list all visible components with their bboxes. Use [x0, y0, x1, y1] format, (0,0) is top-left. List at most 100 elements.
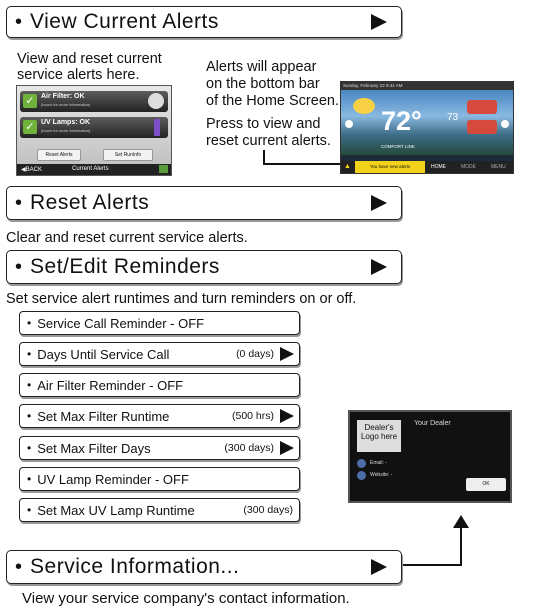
service-call-reminder-button[interactable]: • Service Call Reminder - OFF — [19, 311, 300, 335]
connector-line — [402, 564, 462, 566]
dealer-logo-box: Dealer's Logo here — [357, 420, 401, 452]
home-note-5: reset current alerts. — [206, 133, 331, 149]
service-call-reminder-label: Service Call Reminder - OFF — [37, 315, 205, 331]
arrow-right-icon — [371, 259, 387, 275]
dealer-info-screen: Dealer's Logo here Your Dealer Email: - … — [348, 410, 512, 503]
dealer-logo-text: Dealer's Logo here — [360, 423, 398, 441]
set-edit-reminders-button[interactable]: • Set/Edit Reminders — [6, 250, 402, 284]
set-max-filter-runtime-value: (500 hrs) — [231, 410, 274, 422]
home-note-3: of the Home Screen. — [206, 93, 339, 109]
nav-right-icon[interactable] — [501, 120, 509, 128]
home-note-1: Alerts will appear — [206, 59, 317, 75]
alert-bar-button[interactable]: You have new alerts — [355, 161, 425, 173]
days-until-service-call-value: (0 days) — [236, 348, 274, 360]
days-until-service-call-label: Days Until Service Call — [37, 346, 170, 362]
uv-lamps-alert-title: UV Lamps: OK — [41, 119, 91, 126]
arrow-right-icon — [371, 195, 387, 211]
air-filter-alert-sub: (touch for more information) — [41, 102, 91, 107]
arrow-right-icon — [280, 441, 294, 455]
current-alerts-screen: ✓ Air Filter: OK (touch for more informa… — [16, 85, 172, 176]
bullet-icon: • — [15, 11, 23, 33]
your-dealer-title: Your Dealer — [414, 420, 451, 427]
uv-lamp-icon — [154, 119, 160, 136]
connector-line — [263, 163, 346, 165]
home-screen-bottom-bar: You have new alerts ▲ HOME MODE MENU — [341, 161, 513, 173]
home-icon[interactable] — [159, 165, 168, 173]
alert-bar-text: You have new alerts — [369, 164, 411, 169]
arrow-right-icon — [280, 409, 294, 423]
bullet-icon: • — [15, 192, 23, 214]
arrow-right-icon — [280, 347, 294, 361]
set-max-uv-lamp-runtime-button[interactable]: • Set Max UV Lamp Runtime (300 days) — [19, 498, 300, 522]
home-setpoint: 73 — [447, 112, 459, 123]
home-tab[interactable]: HOME — [431, 164, 446, 170]
days-until-service-call-button[interactable]: • Days Until Service Call (0 days) — [19, 342, 300, 366]
setpoint-down-button[interactable] — [467, 120, 497, 134]
bullet-icon: • — [27, 472, 32, 486]
air-filter-reminder-button[interactable]: • Air Filter Reminder - OFF — [19, 373, 300, 397]
arrow-right-icon — [371, 559, 387, 575]
home-screen-top-bar: Sunday, February 22 9:41 AM — [341, 82, 513, 90]
view-current-alerts-label: View Current Alerts — [30, 10, 219, 33]
bullet-icon: • — [27, 503, 32, 517]
nav-left-icon[interactable] — [345, 120, 353, 128]
service-information-label: Service Information... — [30, 555, 240, 578]
mode-tab[interactable]: MODE — [461, 164, 476, 170]
check-icon: ✓ — [23, 120, 37, 134]
service-information-button[interactable]: • Service Information... — [6, 550, 402, 584]
air-filter-alert-row[interactable]: ✓ Air Filter: OK (touch for more informa… — [20, 91, 168, 112]
home-screen-date: Sunday, February 22 9:41 AM — [343, 83, 403, 88]
alerts-screen-title: Current Alerts — [72, 166, 109, 172]
set-max-filter-days-button[interactable]: • Set Max Filter Days (300 days) — [19, 436, 300, 460]
home-screen: Sunday, February 22 9:41 AM 72° 73 COMFO… — [340, 81, 514, 174]
view-alerts-desc-1: View and reset current — [17, 51, 162, 67]
comfort-link-label: COMFORT LINK — [381, 144, 415, 149]
bullet-icon: • — [15, 556, 23, 578]
set-run-info-mini-button[interactable]: Set RunInfo — [103, 149, 153, 161]
view-current-alerts-button[interactable]: • View Current Alerts — [6, 6, 402, 38]
set-max-filter-runtime-button[interactable]: • Set Max Filter Runtime (500 hrs) — [19, 404, 300, 428]
check-icon: ✓ — [23, 94, 37, 108]
dealer-email: Email: - — [370, 460, 387, 466]
reset-alerts-mini-button[interactable]: Reset Alerts — [37, 149, 81, 161]
uv-lamps-alert-sub: (touch for more information) — [41, 128, 91, 133]
service-info-desc: View your service company's contact info… — [22, 590, 350, 607]
dealer-ok-button[interactable]: OK — [466, 478, 506, 491]
bullet-icon: • — [27, 347, 32, 361]
uv-lamps-alert-row[interactable]: ✓ UV Lamps: OK (touch for more informati… — [20, 117, 168, 138]
connector-line — [263, 150, 265, 165]
uv-lamp-reminder-label: UV Lamp Reminder - OFF — [37, 471, 189, 487]
home-temperature: 72° — [381, 106, 422, 136]
website-icon — [357, 471, 366, 480]
reset-alerts-button[interactable]: • Reset Alerts — [6, 186, 402, 220]
bullet-icon: • — [27, 378, 32, 392]
sun-icon — [353, 98, 375, 114]
bullet-icon: • — [15, 256, 23, 278]
dealer-ok-label: OK — [482, 481, 490, 487]
warning-icon: ▲ — [344, 163, 351, 170]
home-note-4: Press to view and — [206, 116, 321, 132]
menu-tab[interactable]: MENU — [491, 164, 506, 170]
reset-alerts-label: Reset Alerts — [30, 191, 150, 214]
back-button[interactable]: ◀BACK — [21, 167, 42, 173]
reminders-desc: Set service alert runtimes and turn remi… — [6, 291, 357, 307]
uv-lamp-reminder-button[interactable]: • UV Lamp Reminder - OFF — [19, 467, 300, 491]
set-max-filter-days-value: (300 days) — [224, 442, 274, 454]
email-icon — [357, 459, 366, 468]
reset-alerts-mini-label: Reset Alerts — [45, 152, 73, 158]
dealer-website: Website: - — [370, 472, 393, 478]
arrow-up-icon — [453, 515, 469, 528]
fan-icon — [148, 93, 164, 109]
set-max-filter-runtime-label: Set Max Filter Runtime — [37, 408, 170, 424]
bullet-icon: • — [27, 441, 32, 455]
air-filter-reminder-label: Air Filter Reminder - OFF — [37, 377, 184, 393]
setpoint-up-button[interactable] — [467, 100, 497, 114]
connector-line — [460, 525, 462, 566]
view-alerts-desc-2: service alerts here. — [17, 67, 140, 83]
set-max-uv-lamp-runtime-value: (300 days) — [243, 504, 293, 516]
bullet-icon: • — [27, 316, 32, 330]
reset-alerts-desc: Clear and reset current service alerts. — [6, 230, 248, 246]
air-filter-alert-title: Air Filter: OK — [41, 93, 85, 100]
home-note-2: on the bottom bar — [206, 76, 320, 92]
set-max-filter-days-label: Set Max Filter Days — [37, 440, 151, 456]
